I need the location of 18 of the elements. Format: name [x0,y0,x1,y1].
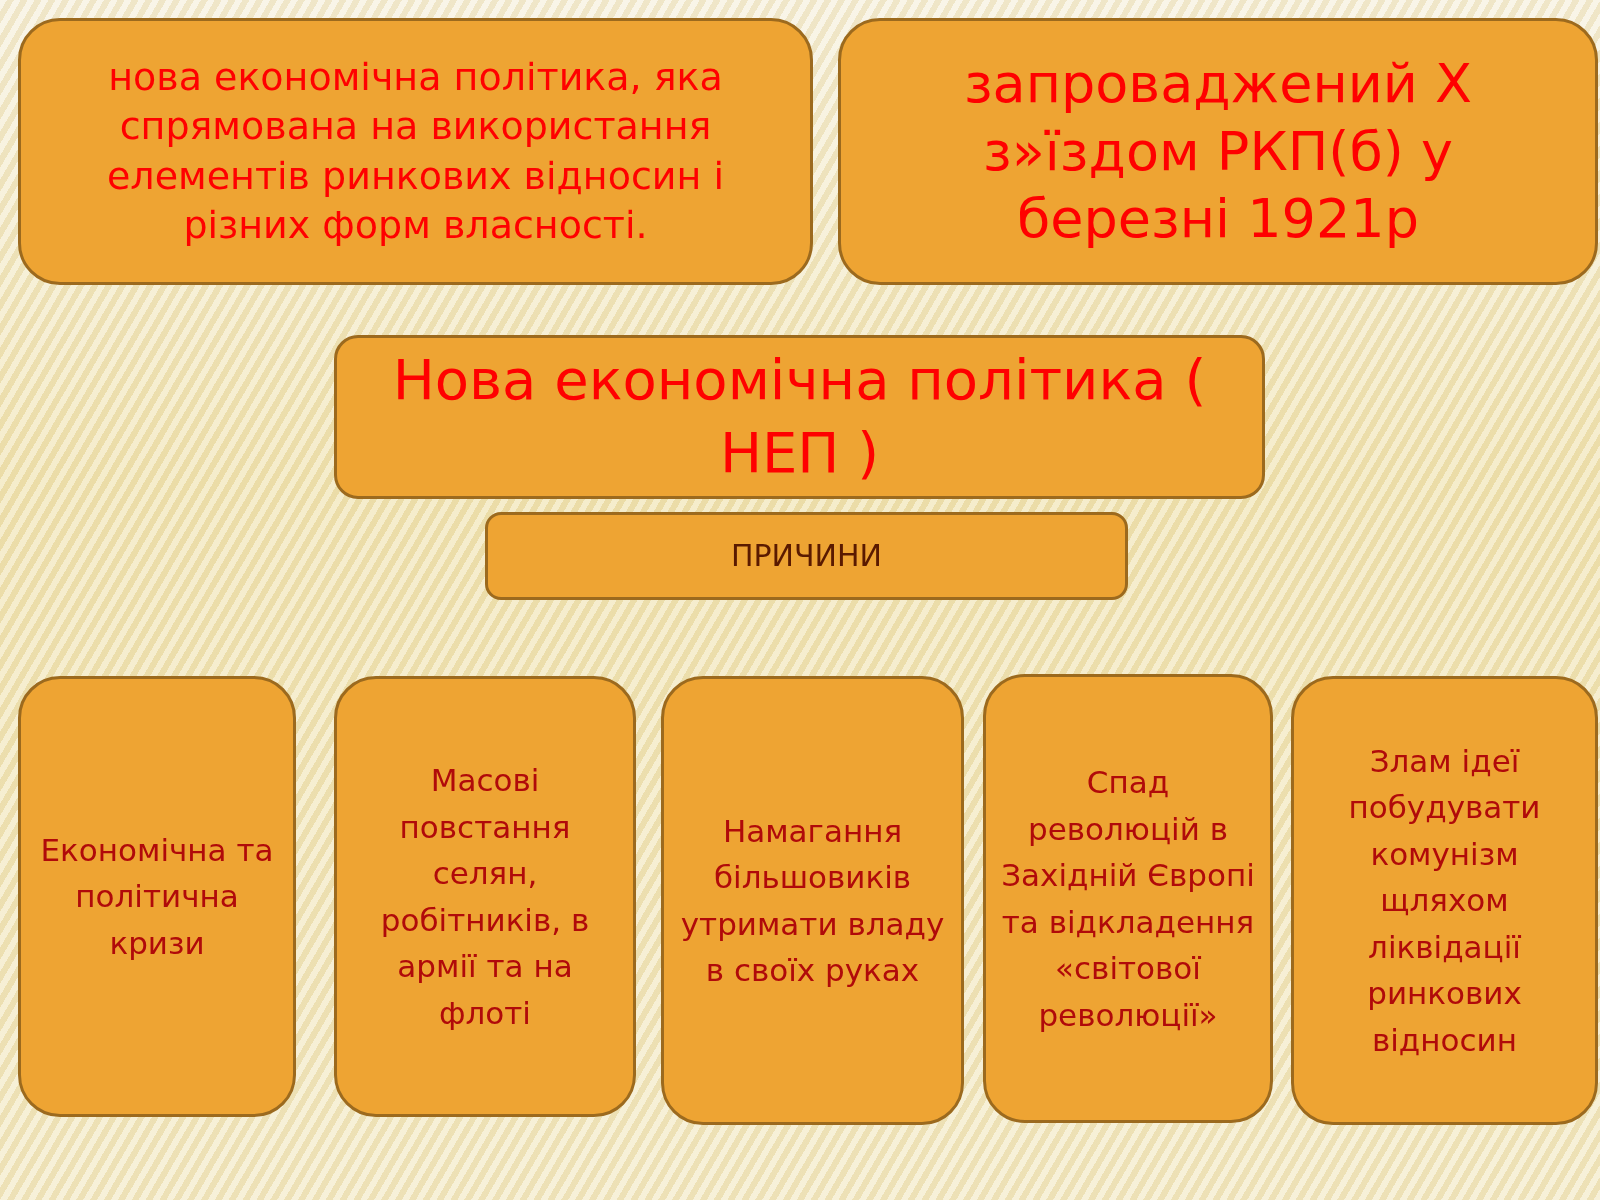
box-text: нова економічна політика, яка спрямована на використання елементів ринкових відносин і різних форм власності. [106,53,725,249]
box-text: Злам ідеї побудувати комунізм щляхом ліквідації ринкових відносин [1347,741,1542,1060]
box-text: Намагання більшовиків утримати владу в своїх руках [680,811,945,990]
box-text: Нова економічна політика ( НЕП ) [391,346,1208,487]
rounded-box [334,335,1265,499]
rounded-box [838,18,1598,285]
rounded-box [1291,676,1598,1125]
rounded-box [18,18,813,285]
rounded-box [661,676,964,1125]
rounded-box [983,674,1273,1123]
box-text: запроваджений Х з»їздом РКП(б) у березні 1921р [962,51,1474,253]
box-text: Масові повстання селян, робітників, в армії та на флоті [379,761,591,1033]
rounded-box [18,676,296,1117]
rounded-box [485,512,1128,600]
box-text: Економічна та політична кризи [39,830,275,963]
section-heading: ПРИЧИНИ [730,538,883,574]
box-text: Спад революцій в Західній Європі та відкладення «світової революції» [1000,763,1256,1035]
rounded-box [334,676,636,1117]
